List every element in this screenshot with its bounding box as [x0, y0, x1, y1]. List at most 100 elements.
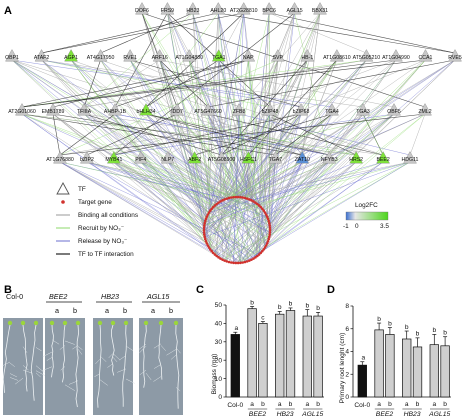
edge-to-target	[233, 113, 271, 198]
edge-to-target	[114, 113, 230, 199]
tf-node-label: AT1G04990	[382, 55, 410, 61]
significance-letter: c	[261, 314, 265, 321]
hb23-line-b: b	[123, 306, 127, 315]
tf-node	[376, 151, 390, 164]
seedling-shoot	[75, 320, 81, 326]
edge-to-target	[247, 161, 276, 199]
bar	[275, 313, 285, 398]
target-gene-dot	[260, 207, 264, 211]
significance-letter: b	[432, 327, 436, 334]
edge-to-target	[59, 161, 219, 258]
target-gene-dot	[202, 231, 206, 234]
lateral-root	[77, 349, 83, 355]
edge-tf-to-tf	[59, 113, 116, 156]
target-gene-dot	[267, 235, 271, 239]
target-gene-dot	[219, 257, 222, 260]
edge-to-target	[216, 161, 330, 257]
tf-node	[418, 103, 432, 116]
tf-node-label: ATAF2	[34, 55, 49, 61]
y-tick-label: 2	[345, 371, 349, 378]
edge-tf-to-tf	[218, 12, 456, 54]
tf-node	[418, 49, 433, 62]
group-label: AGL15	[428, 411, 450, 417]
edge-tf-to-tf	[167, 12, 190, 54]
edge-to-target	[52, 113, 254, 259]
edge-to-target	[263, 161, 276, 211]
bar-line-label: b	[316, 401, 320, 408]
seedling-shoot	[62, 320, 68, 326]
edge-to-target	[247, 161, 384, 262]
target-gene-dot	[263, 246, 267, 249]
target-gene-dot	[202, 226, 206, 229]
colorbar-gradient	[345, 211, 389, 221]
log2fc-colorbar: Log2FC -1 0 3.5	[343, 202, 389, 230]
group-label: Col-0	[227, 402, 243, 409]
significance-letter: b	[305, 302, 309, 309]
lateral-root	[60, 366, 66, 371]
tf-node	[270, 49, 285, 62]
tf-node	[300, 49, 315, 62]
edge-to-target	[21, 113, 230, 263]
tf-node	[182, 49, 197, 62]
tf-node-label: ZML2	[418, 109, 431, 115]
target-gene-dot	[204, 217, 208, 221]
agl15-line-b: b	[169, 306, 173, 315]
tf-legend-icon	[56, 182, 70, 195]
target-gene-dot	[234, 261, 238, 265]
edge-tf-to-tf	[113, 113, 178, 156]
seedling-shoot	[33, 320, 39, 326]
seedling-root	[51, 324, 54, 378]
group-label: BEE2	[249, 411, 267, 417]
edge-tf-to-tf	[145, 113, 330, 156]
edge-to-target	[222, 161, 411, 260]
edge-to-target	[207, 59, 456, 215]
target-gene-dot	[204, 239, 208, 243]
target-gene-dot	[215, 202, 218, 206]
edge-to-target	[167, 161, 269, 219]
tf-node-label: AT5G05210	[353, 55, 381, 61]
tf-node-label: AT2G01060	[8, 109, 36, 115]
legend-binding: Binding all conditions	[78, 212, 138, 219]
target-gene-dot	[232, 261, 235, 265]
edge-to-target	[231, 113, 364, 198]
target-gene-dot	[209, 209, 212, 212]
edge-tf-to-tf	[70, 59, 209, 108]
tf-node	[139, 103, 153, 116]
edge-to-target	[52, 113, 205, 235]
lateral-root	[35, 372, 41, 378]
edge-tf-to-tf	[355, 59, 456, 156]
edge-tf-to-tf	[167, 113, 240, 156]
edge-to-target	[129, 59, 212, 209]
edge-to-target	[176, 113, 228, 262]
edge-to-target	[140, 161, 248, 262]
edge-to-target	[145, 113, 266, 248]
tf-node-label: FRS9	[161, 8, 174, 14]
edge-tf-to-tf	[114, 12, 168, 108]
tf-node-label: IDD7	[171, 109, 183, 115]
tf-node-label: SVP	[273, 55, 284, 61]
lateral-root	[107, 363, 114, 368]
edge-to-target	[255, 113, 271, 258]
tf-node	[46, 103, 60, 116]
edge-tf-to-tf	[302, 12, 321, 156]
seedling-root	[110, 324, 115, 376]
tf-node	[77, 103, 91, 116]
bar-line-label: a	[405, 401, 409, 408]
target-gene-dot	[239, 261, 242, 265]
tf-node	[356, 103, 370, 116]
seedling-root	[175, 324, 180, 409]
target-gene-dot	[241, 261, 245, 264]
edge-tf-to-tf	[100, 59, 384, 156]
bar-line-label: b	[261, 401, 265, 408]
edge-to-target	[167, 12, 206, 221]
significance-letter: b	[405, 324, 409, 331]
lateral-root	[117, 368, 127, 373]
target-gene-dot	[259, 251, 263, 255]
target-gene-dot	[223, 259, 226, 262]
group-label: AGL15	[301, 411, 323, 417]
edge-tf-to-tf	[21, 113, 357, 156]
bar-line-label: b	[289, 401, 293, 408]
lateral-root	[72, 345, 79, 350]
edge-tf-to-tf	[83, 113, 222, 156]
edge-to-target	[59, 161, 243, 263]
